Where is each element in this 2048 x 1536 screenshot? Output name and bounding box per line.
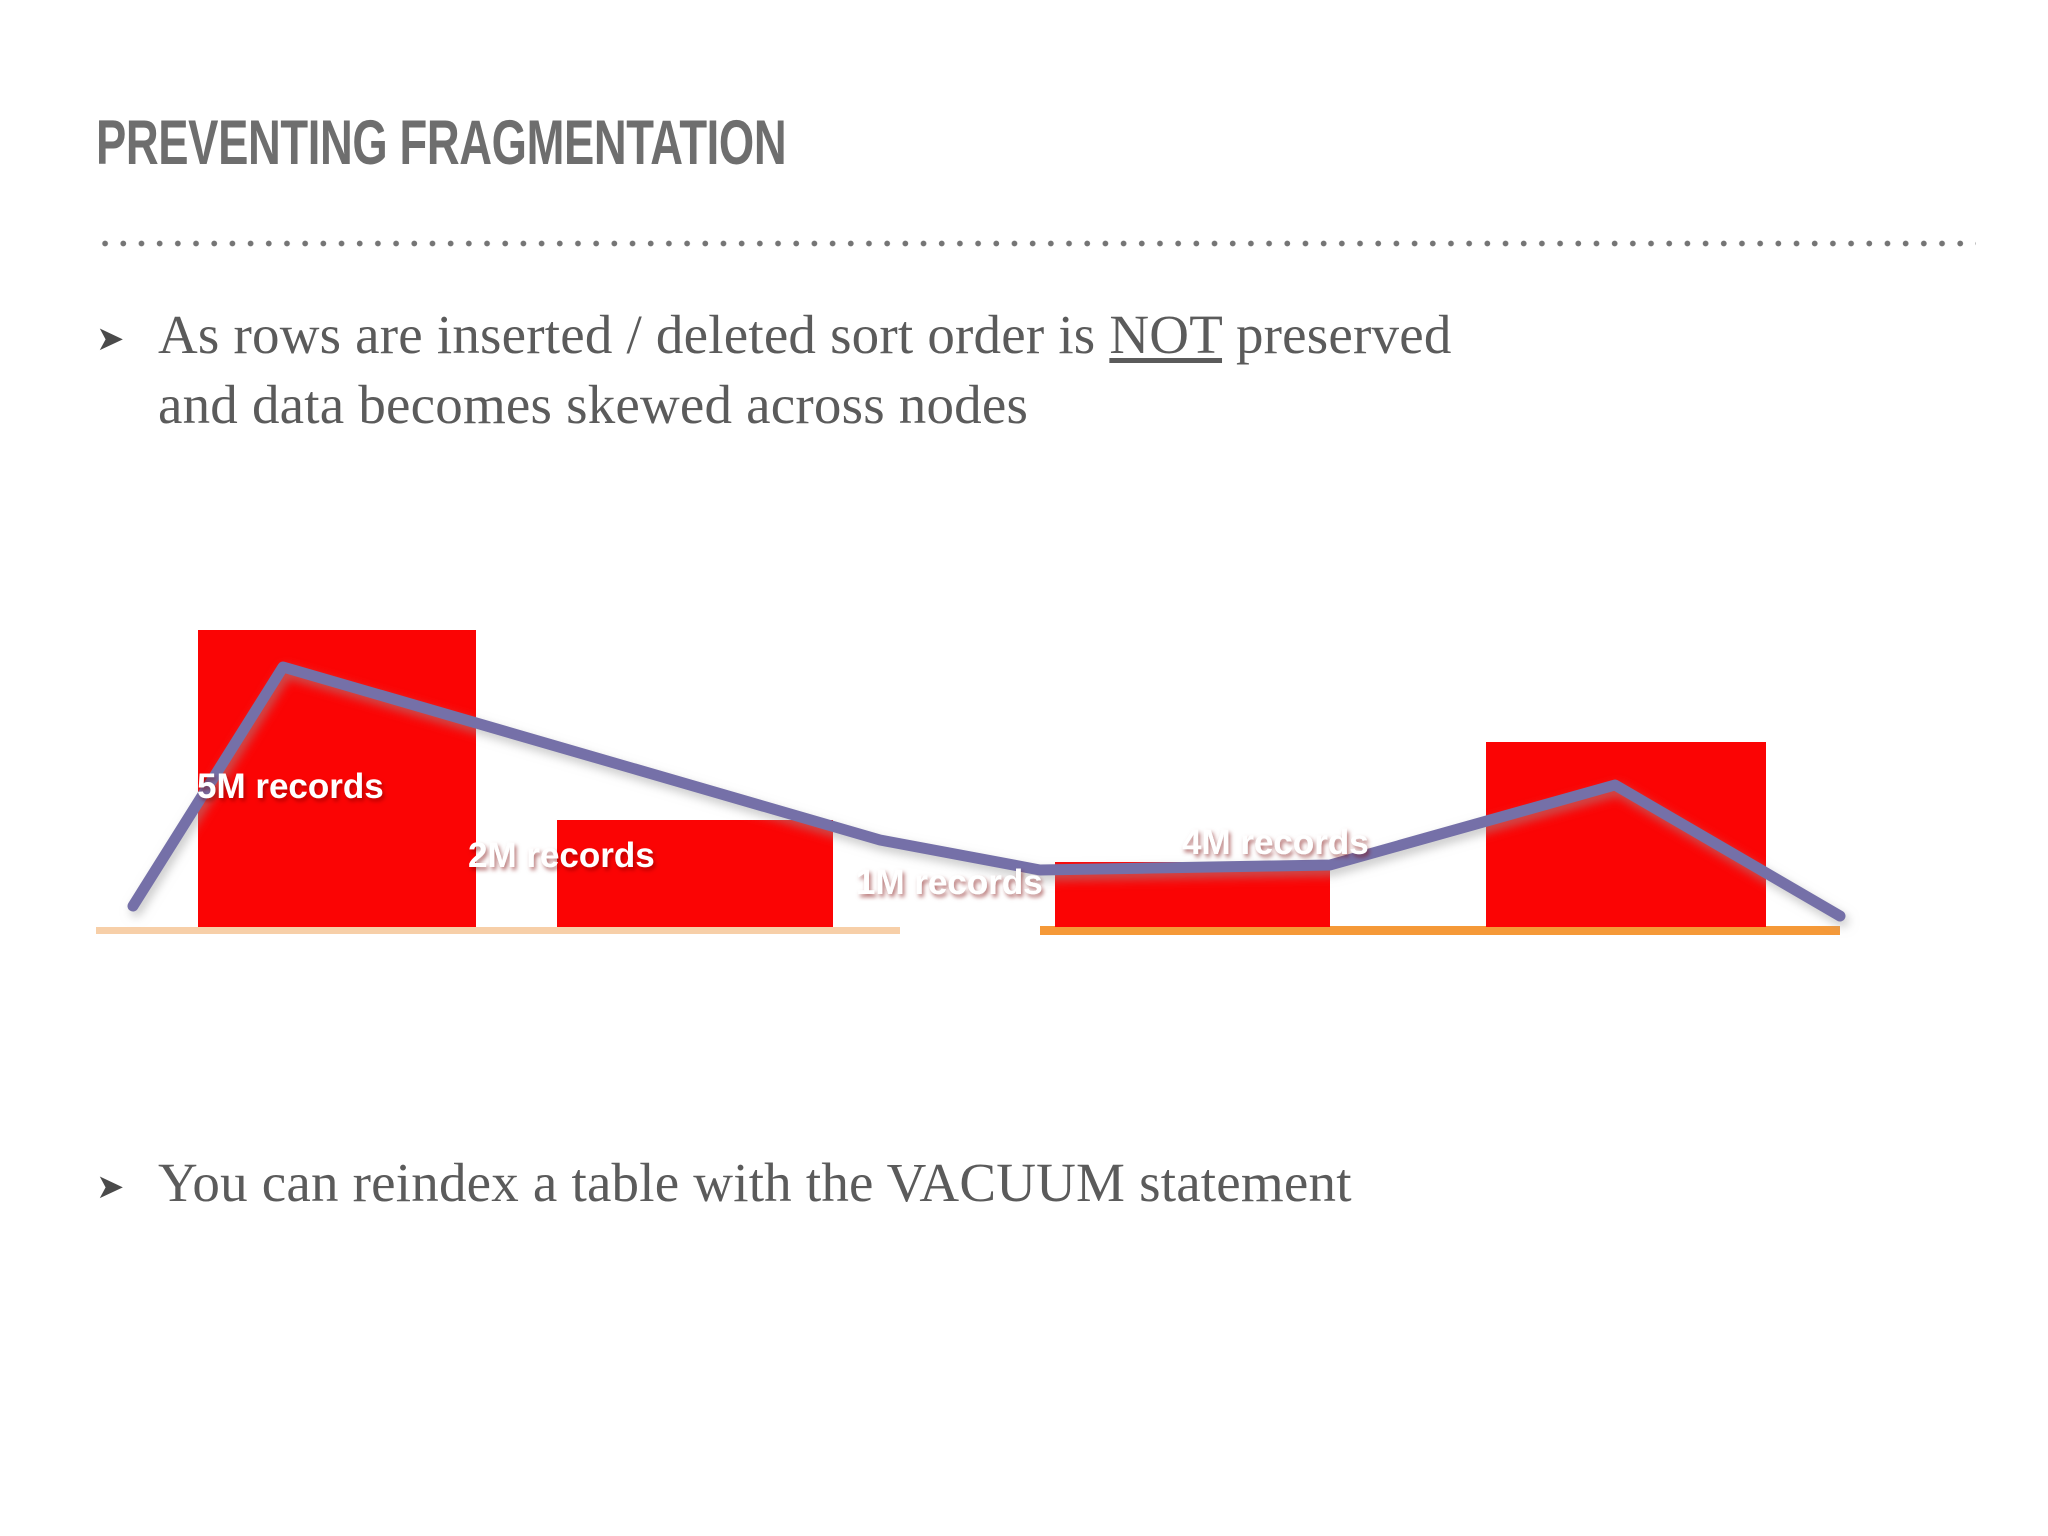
bullet-1-emphasis-not: NOT [1109,304,1223,365]
baseline-left [96,927,900,934]
baseline-right [1040,926,1840,935]
bullet-1-line1-before: As rows are inserted / deleted sort orde… [158,304,1110,365]
bar-label-4m: 4M records [1182,823,1369,862]
bullet-item-2: ➤ You can reindex a table with the VACUU… [96,1148,1896,1218]
bar-2m [557,820,833,927]
bullet-item-1-text: As rows are inserted / deleted sort orde… [158,300,1452,441]
bullet-item-2-text: You can reindex a table with the VACUUM … [158,1152,1352,1213]
trend-line [127,661,1846,922]
bar-label-2m: 2M records [468,836,655,875]
bar-label-1m: 1M records [856,863,1043,902]
chart-svg: 5M records 2M records 1M records 4M reco… [96,630,1846,935]
bullet-1-line2: and data becomes skewed across nodes [158,374,1029,436]
arrow-bullet-icon: ➤ [96,1167,125,1207]
page-title: PREVENTING FRAGMENTATION [96,108,787,178]
bar-label-5m: 5M records [197,767,384,806]
bullet-item-1: ➤ As rows are inserted / deleted sort or… [96,300,1896,441]
bullet-1-line1-after: preserved [1222,304,1452,365]
bar-4m [1486,742,1766,927]
arrow-bullet-icon: ➤ [96,319,125,359]
fragmentation-chart: 5M records 2M records 1M records 4M reco… [0,440,2048,980]
title-divider-dotted-rule [96,240,1976,247]
